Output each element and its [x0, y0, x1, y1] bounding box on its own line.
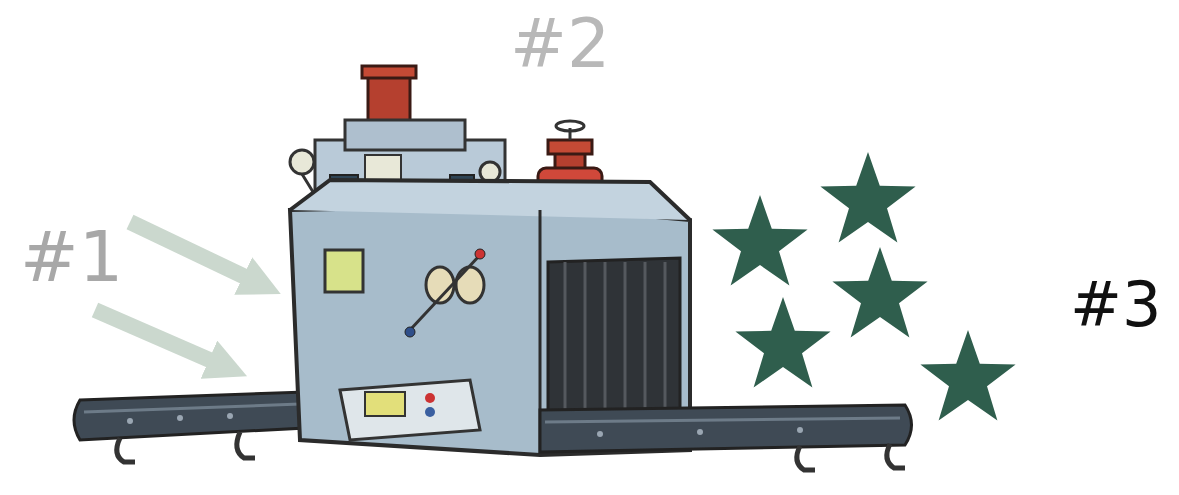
callout-number: #2 — [510, 10, 610, 78]
left-conveyor — [74, 392, 305, 462]
callout-number: #1 — [20, 222, 123, 292]
output-stars — [712, 152, 1015, 421]
callout-number: #3 — [1070, 274, 1161, 336]
